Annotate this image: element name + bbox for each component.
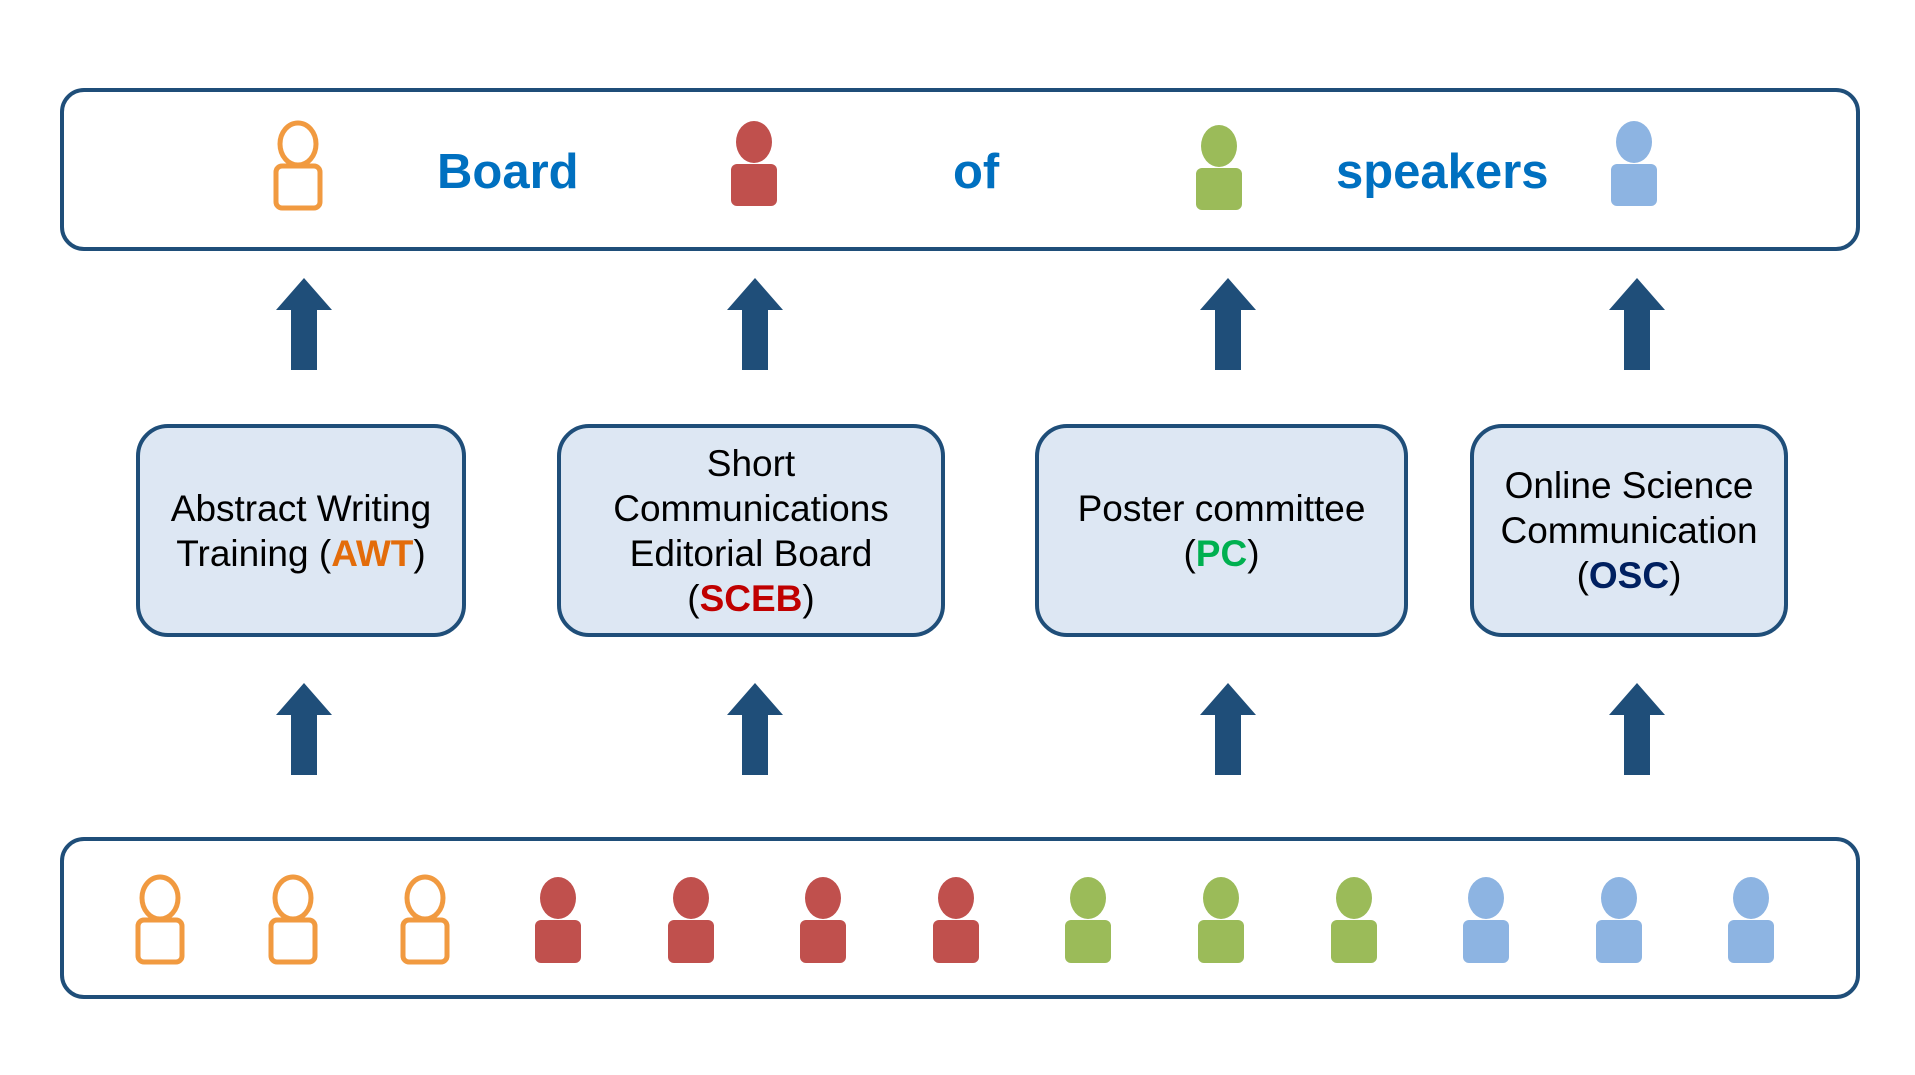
member-orange-person-icon <box>400 874 450 965</box>
member-red-person-icon <box>933 877 979 963</box>
member-green-person-icon <box>1331 877 1377 963</box>
up-arrow-icon <box>1609 278 1665 370</box>
abbr-osc: OSC <box>1588 555 1670 596</box>
up-arrow-icon <box>1200 278 1256 370</box>
committee-line: Training (AWT) <box>176 532 426 574</box>
committee-pc: Poster committee (PC) <box>1035 424 1408 637</box>
up-arrow-icon <box>1200 683 1256 775</box>
board-of-speakers <box>60 88 1860 251</box>
speaker-green-person-icon <box>1196 125 1242 210</box>
member-red-person-icon <box>800 877 846 963</box>
of-word: of <box>953 145 1000 199</box>
committee-line: (SCEB) <box>687 577 815 619</box>
committee-line: (PC) <box>1183 532 1260 574</box>
committee-sceb: Short Communications Editorial Board (SC… <box>557 424 945 637</box>
abbr-sceb: SCEB <box>699 577 803 619</box>
abbr-awt: AWT <box>331 532 414 574</box>
board-word: Board <box>437 145 579 199</box>
committee-osc: Online Science Communication (OSC) <box>1470 424 1788 637</box>
committee-line: Poster committee <box>1077 487 1366 529</box>
up-arrow-icon <box>276 683 332 775</box>
committee-awt: Abstract Writing Training (AWT) <box>136 424 466 637</box>
member-green-person-icon <box>1065 877 1111 963</box>
member-green-person-icon <box>1198 877 1244 963</box>
up-arrow-icon <box>1609 683 1665 775</box>
member-orange-person-icon <box>268 874 318 965</box>
speakers-word: speakers <box>1336 145 1549 199</box>
member-blue-person-icon <box>1596 877 1642 963</box>
member-red-person-icon <box>668 877 714 963</box>
committee-line: (OSC) <box>1576 555 1682 596</box>
speaker-blue-person-icon <box>1611 121 1657 206</box>
up-arrow-icon <box>276 278 332 370</box>
committee-line: Communications <box>613 487 889 529</box>
speaker-orange-person-icon <box>273 120 323 211</box>
member-orange-person-icon <box>135 874 185 965</box>
member-red-person-icon <box>535 877 581 963</box>
up-arrow-icon <box>727 683 783 775</box>
speaker-red-person-icon <box>731 121 777 206</box>
member-blue-person-icon <box>1463 877 1509 963</box>
committee-line: Short <box>706 442 796 484</box>
committee-line: Communication <box>1500 510 1758 551</box>
member-blue-person-icon <box>1728 877 1774 963</box>
committee-line: Online Science <box>1504 465 1754 506</box>
committee-line: Editorial Board <box>629 532 873 574</box>
committee-line: Abstract Writing <box>170 487 432 529</box>
up-arrow-icon <box>727 278 783 370</box>
abbr-pc: PC <box>1195 532 1248 574</box>
